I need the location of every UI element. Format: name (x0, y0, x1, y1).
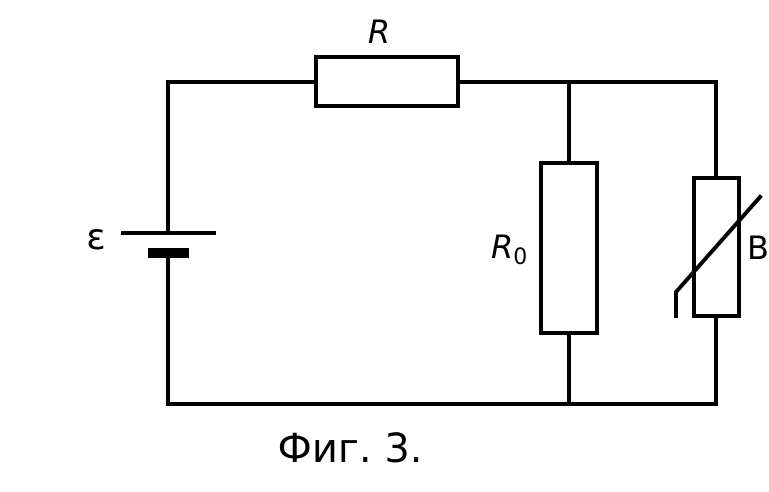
label-battery-emf: ε (86, 217, 105, 258)
battery (121, 231, 216, 258)
label-r0-main: R (491, 228, 513, 266)
nonlinear-element-slash (674, 194, 763, 318)
figure-caption: Фиг. 3. (277, 426, 422, 472)
label-r0: R0 (491, 228, 527, 270)
resistor-r (314, 55, 460, 108)
label-r: R (368, 13, 390, 51)
wires (166, 80, 718, 406)
label-r0-subscript: 0 (513, 245, 527, 270)
nonlinear-element-body (692, 176, 741, 318)
nonlinear-element-b (674, 176, 763, 318)
label-b: B (747, 229, 769, 267)
resistor-r0 (539, 161, 599, 335)
